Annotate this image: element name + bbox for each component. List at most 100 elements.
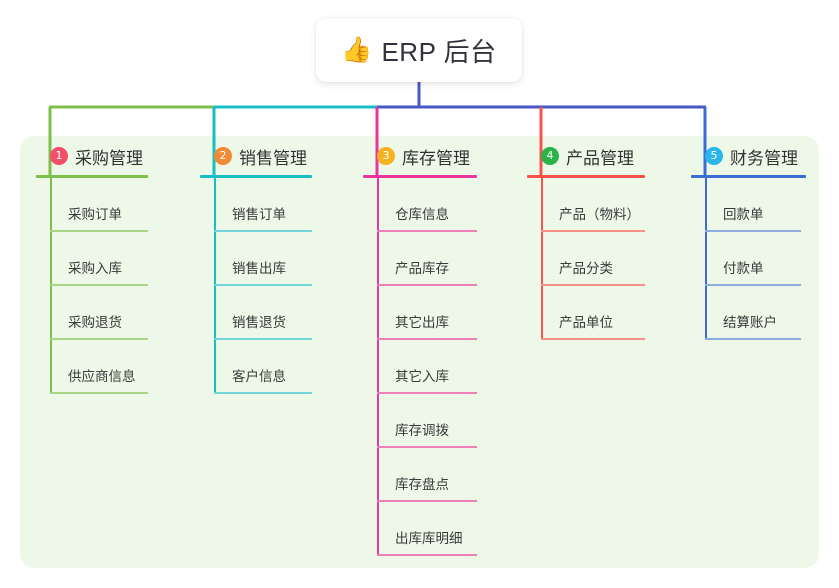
menu-item[interactable]: 采购订单: [36, 178, 182, 232]
menu-item-underline: [214, 392, 312, 394]
menu-item-underline: [377, 338, 477, 340]
menu-item[interactable]: 出库库明细: [363, 502, 511, 556]
menu-item-label: 回款单: [723, 207, 764, 222]
menu-item[interactable]: 销售退货: [200, 286, 346, 340]
menu-item-label: 客户信息: [232, 369, 286, 384]
menu-item[interactable]: 销售订单: [200, 178, 346, 232]
root-node-card[interactable]: 👍 ERP 后台: [316, 18, 522, 82]
column-title: 产品管理: [566, 148, 634, 168]
column-header-1[interactable]: 1 采购管理: [36, 144, 182, 168]
menu-item-underline: [377, 446, 477, 448]
menu-item-label: 产品单位: [559, 315, 613, 330]
menu-item-underline: [705, 338, 801, 340]
menu-item[interactable]: 结算账户: [691, 286, 839, 340]
menu-item-label: 采购订单: [68, 207, 122, 222]
menu-item[interactable]: 产品（物料）: [527, 178, 679, 232]
menu-item-underline: [214, 338, 312, 340]
column-items-1: 采购订单采购入库采购退货供应商信息: [36, 178, 182, 394]
column-spine: [377, 178, 379, 556]
menu-item-underline: [50, 392, 148, 394]
menu-item-label: 出库库明细: [395, 531, 463, 546]
column-2: 2 销售管理销售订单销售出库销售退货客户信息: [200, 144, 346, 394]
menu-item-label: 结算账户: [723, 315, 777, 330]
column-spine: [705, 178, 707, 340]
column-underline: [691, 175, 806, 178]
menu-item-underline: [214, 284, 312, 286]
menu-item-label: 产品（物料）: [559, 207, 640, 222]
menu-item-underline: [705, 230, 801, 232]
menu-item-label: 销售出库: [232, 261, 286, 276]
menu-item[interactable]: 销售出库: [200, 232, 346, 286]
menu-item[interactable]: 产品库存: [363, 232, 511, 286]
menu-item[interactable]: 其它出库: [363, 286, 511, 340]
column-items-5: 回款单付款单结算账户: [691, 178, 839, 340]
menu-item[interactable]: 付款单: [691, 232, 839, 286]
menu-item-underline: [541, 284, 645, 286]
menu-item-label: 供应商信息: [68, 369, 136, 384]
menu-item-underline: [214, 230, 312, 232]
menu-item-label: 采购入库: [68, 261, 122, 276]
column-index-badge: 5: [705, 147, 723, 165]
menu-item-label: 销售订单: [232, 207, 286, 222]
menu-item-underline: [50, 338, 148, 340]
menu-item-label: 其它出库: [395, 315, 449, 330]
menu-item[interactable]: 采购入库: [36, 232, 182, 286]
column-header-5[interactable]: 5 财务管理: [691, 144, 839, 168]
column-title: 采购管理: [75, 148, 143, 168]
column-title: 财务管理: [730, 148, 798, 168]
column-5: 5 财务管理回款单付款单结算账户: [691, 144, 839, 340]
menu-item[interactable]: 客户信息: [200, 340, 346, 394]
menu-item-underline: [541, 338, 645, 340]
column-underline: [200, 175, 312, 178]
menu-item-label: 采购退货: [68, 315, 122, 330]
menu-item[interactable]: 库存盘点: [363, 448, 511, 502]
menu-item-underline: [541, 230, 645, 232]
column-underline: [36, 175, 148, 178]
column-items-4: 产品（物料） 产品分类产品单位: [527, 178, 679, 340]
column-1: 1 采购管理采购订单采购入库采购退货供应商信息: [36, 144, 182, 394]
menu-item-label: 产品库存: [395, 261, 449, 276]
column-spine: [541, 178, 543, 340]
thumbs-up-icon: 👍: [341, 35, 373, 64]
menu-item-underline: [377, 230, 477, 232]
root-node-content: 👍 ERP 后台: [341, 32, 496, 69]
menu-item-underline: [377, 284, 477, 286]
menu-item-underline: [50, 230, 148, 232]
menu-item-label: 付款单: [723, 261, 764, 276]
column-title: 销售管理: [239, 148, 307, 168]
menu-item-underline: [377, 500, 477, 502]
menu-item[interactable]: 产品单位: [527, 286, 679, 340]
column-spine: [214, 178, 216, 394]
menu-item-label: 产品分类: [559, 261, 613, 276]
column-header-4[interactable]: 4 产品管理: [527, 144, 679, 168]
menu-item-underline: [705, 284, 801, 286]
menu-item[interactable]: 产品分类: [527, 232, 679, 286]
column-underline: [363, 175, 477, 178]
column-index-badge: 2: [214, 147, 232, 165]
menu-item-underline: [377, 392, 477, 394]
menu-item-underline: [377, 554, 477, 556]
menu-item[interactable]: 其它入库: [363, 340, 511, 394]
column-index-badge: 3: [377, 147, 395, 165]
menu-item[interactable]: 供应商信息: [36, 340, 182, 394]
column-index-badge: 1: [50, 147, 68, 165]
column-4: 4 产品管理产品（物料） 产品分类产品单位: [527, 144, 679, 340]
column-index-badge: 4: [541, 147, 559, 165]
content-panel: [20, 136, 819, 568]
column-items-3: 仓库信息产品库存其它出库其它入库库存调拨库存盘点出库库明细: [363, 178, 511, 556]
menu-item[interactable]: 仓库信息: [363, 178, 511, 232]
menu-item[interactable]: 回款单: [691, 178, 839, 232]
menu-item-label: 库存调拨: [395, 423, 449, 438]
menu-item[interactable]: 库存调拨: [363, 394, 511, 448]
menu-item-label: 销售退货: [232, 315, 286, 330]
menu-item[interactable]: 采购退货: [36, 286, 182, 340]
menu-item-label: 仓库信息: [395, 207, 449, 222]
column-spine: [50, 178, 52, 394]
root-node-title: ERP 后台: [381, 36, 497, 67]
column-header-2[interactable]: 2 销售管理: [200, 144, 346, 168]
menu-item-label: 库存盘点: [395, 477, 449, 492]
menu-item-label: 其它入库: [395, 369, 449, 384]
menu-item-underline: [50, 284, 148, 286]
